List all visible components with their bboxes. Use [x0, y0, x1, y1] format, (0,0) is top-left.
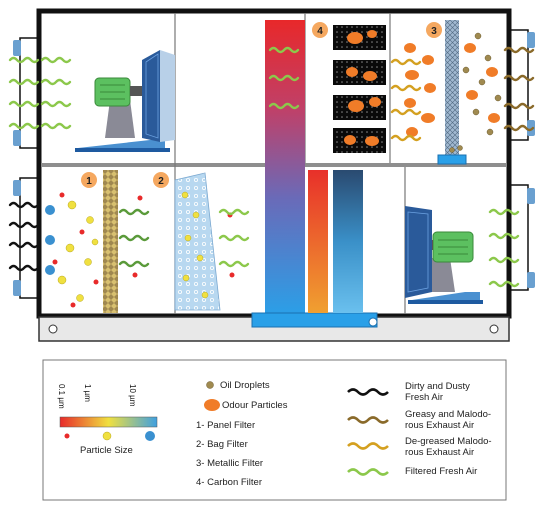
bag-filter: [174, 172, 221, 311]
legend-oil-droplets: Oil Droplets: [220, 380, 270, 391]
filter-list-item: 4- Carbon Filter: [196, 477, 262, 488]
legend-oil-droplet-icon: [206, 381, 214, 389]
air-legend-degreased: De-greased Malodo-rous Exhaust Air: [405, 436, 492, 458]
dust-particles: [45, 192, 235, 308]
panel-filter: [103, 170, 118, 313]
legend-odour-particles: Odour Particles: [222, 400, 288, 411]
supply-fan: [405, 206, 483, 304]
stage-badge-4: 4: [312, 22, 328, 38]
legend-box: [42, 359, 507, 501]
heat-recovery-wheel: [251, 20, 378, 328]
side-ducts: [19, 29, 529, 299]
metallic-filter: [437, 20, 467, 165]
air-legend-greasy: Greasy and Malodo-rous Exhaust Air: [405, 409, 492, 431]
damper-icons: [13, 32, 535, 296]
particle-size-label: Particle Size: [80, 445, 133, 456]
dirty-fresh-air-arrows: [8, 201, 40, 272]
stage-badge-1: 1: [81, 172, 97, 188]
filter-list-item: 3- Metallic Filter: [196, 458, 264, 469]
stage-badge-2: 2: [153, 172, 169, 188]
air-legend-filtered: Filtered Fresh Air: [405, 466, 478, 477]
svg-text:2: 2: [158, 176, 164, 187]
carbon-filter: [333, 25, 386, 153]
scale-tick-2: 10 µm: [128, 384, 137, 407]
svg-text:3: 3: [431, 26, 437, 37]
exhaust-fan: [75, 50, 175, 152]
scale-tick-1: 1 µm: [83, 384, 92, 402]
particle-size-scale: [59, 416, 158, 441]
svg-text:4: 4: [317, 26, 323, 37]
filter-list-item: 2- Bag Filter: [196, 439, 248, 450]
legend-air-lines: [347, 388, 389, 476]
legend-odour-particle-icon: [204, 399, 220, 411]
svg-text:1: 1: [86, 176, 92, 187]
filter-list-item: 1- Panel Filter: [196, 420, 256, 431]
scale-tick-0: 0.1 µm: [57, 384, 66, 409]
stage-badge-3: 3: [426, 22, 442, 38]
exhaust-particles: [404, 32, 502, 153]
